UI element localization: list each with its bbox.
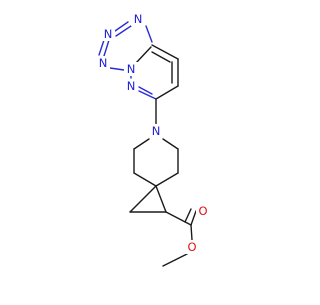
bond-c2-cspiro [155, 172, 179, 187]
bond-co-double-b [184, 208, 192, 223]
bond-n2-c3a [145, 25, 153, 43]
bond-co-double-a [190, 210, 197, 226]
bond-c-oester [190, 224, 193, 241]
bond-oester-methyl [162, 253, 188, 267]
molecule-structure: N N N N N N O O [96, 12, 210, 267]
atom-n-tetrazole-1: N [104, 27, 113, 41]
piperidine-ring [133, 138, 179, 187]
bond-c3a-c4 [151, 44, 179, 60]
bond-n4-c3a [135, 46, 152, 64]
bond-cspiro-ca [129, 185, 157, 213]
bond-n1-n2-double [115, 25, 132, 37]
bond-c4-npip [133, 138, 150, 150]
atom-n-tetrazole-2: N [134, 12, 143, 26]
bond-npip-c1 [162, 138, 179, 150]
atom-o-carbonyl: O [198, 204, 207, 218]
bond-cb-cspiro [155, 185, 167, 213]
pyridazine-ring [130, 44, 179, 100]
atom-n-tetrazole-3: N [99, 56, 108, 70]
bond-c6-n7-double [138, 86, 153, 95]
bond-n1-n2 [114, 21, 129, 32]
molecule-diagram: N N N N N N O O [96, 12, 210, 267]
tetrazole-ring [98, 21, 153, 71]
methyl-ester [162, 208, 197, 267]
bond-cspiro-c3 [133, 172, 157, 187]
bond-c3a-c4-inner [151, 51, 171, 63]
atom-n-pyridazine: N [127, 79, 136, 93]
bond-c6-n7 [138, 90, 157, 100]
bond-n1-n3 [103, 39, 110, 57]
atom-labels: N N N N N N O O [96, 12, 210, 254]
cyclopropane-ring [129, 185, 167, 213]
bond-n1-n3-double [98, 39, 105, 56]
atom-n-piperidine: N [152, 124, 161, 138]
bond-n3-n4 [109, 67, 125, 71]
bond-c5-c6 [155, 85, 179, 100]
bond-cb-ccarbonyl [165, 211, 192, 226]
atom-o-ester: O [187, 240, 196, 254]
atom-n-tetrazole-bridgehead: N [127, 62, 136, 76]
